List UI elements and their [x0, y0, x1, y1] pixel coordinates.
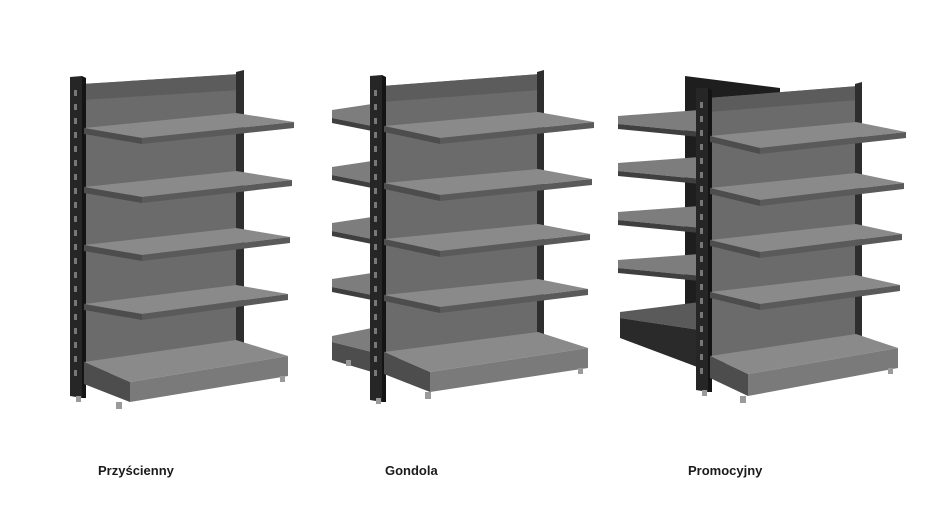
- caption-wall-shelving: Przyścienny: [98, 463, 174, 478]
- rear-shelf: [332, 273, 372, 300]
- left-upright-side: [82, 76, 86, 398]
- caption-promotional: Promocyjny: [688, 463, 763, 478]
- center-upright: [370, 75, 382, 402]
- upright-slots: [374, 90, 377, 376]
- shelf: [84, 171, 292, 203]
- shelf: [710, 122, 906, 154]
- rear-shelf: [332, 161, 372, 188]
- base-shelf: [84, 340, 288, 402]
- upright-slots: [700, 102, 703, 374]
- caption-gondola: Gondola: [385, 463, 438, 478]
- side-shelf: [618, 110, 700, 137]
- left-upright: [70, 76, 82, 398]
- side-base: [620, 302, 700, 368]
- upright-slots: [74, 90, 77, 376]
- rear-shelf: [332, 217, 372, 244]
- right-post: [855, 82, 862, 348]
- side-shelf: [618, 254, 700, 281]
- back-panel-shade: [382, 74, 540, 102]
- shelf: [384, 169, 592, 201]
- promotional-unit: [618, 76, 906, 403]
- center-upright: [696, 88, 708, 392]
- base-shelf: [384, 332, 588, 392]
- shelf: [384, 224, 590, 257]
- shelf: [710, 224, 902, 258]
- right-post: [537, 70, 544, 344]
- wall-shelving-unit: [70, 70, 294, 409]
- feet: [346, 360, 583, 404]
- side-shelf: [618, 206, 700, 233]
- shelf: [710, 173, 904, 206]
- shelf: [384, 279, 588, 313]
- shelf: [84, 285, 288, 320]
- shelf: [84, 113, 294, 144]
- base-shelf: [710, 334, 898, 396]
- shelf: [84, 228, 290, 261]
- back-panel-shade: [708, 86, 858, 112]
- center-upright-side: [382, 75, 386, 402]
- feet: [76, 376, 285, 409]
- feet: [702, 368, 893, 403]
- shelf: [710, 275, 900, 310]
- shelf: [384, 112, 594, 144]
- gondola-unit: [332, 70, 594, 404]
- side-shelf: [618, 157, 700, 184]
- rear-shelf: [332, 104, 372, 131]
- rear-base: [332, 328, 372, 372]
- back-panel-shade: [82, 74, 240, 100]
